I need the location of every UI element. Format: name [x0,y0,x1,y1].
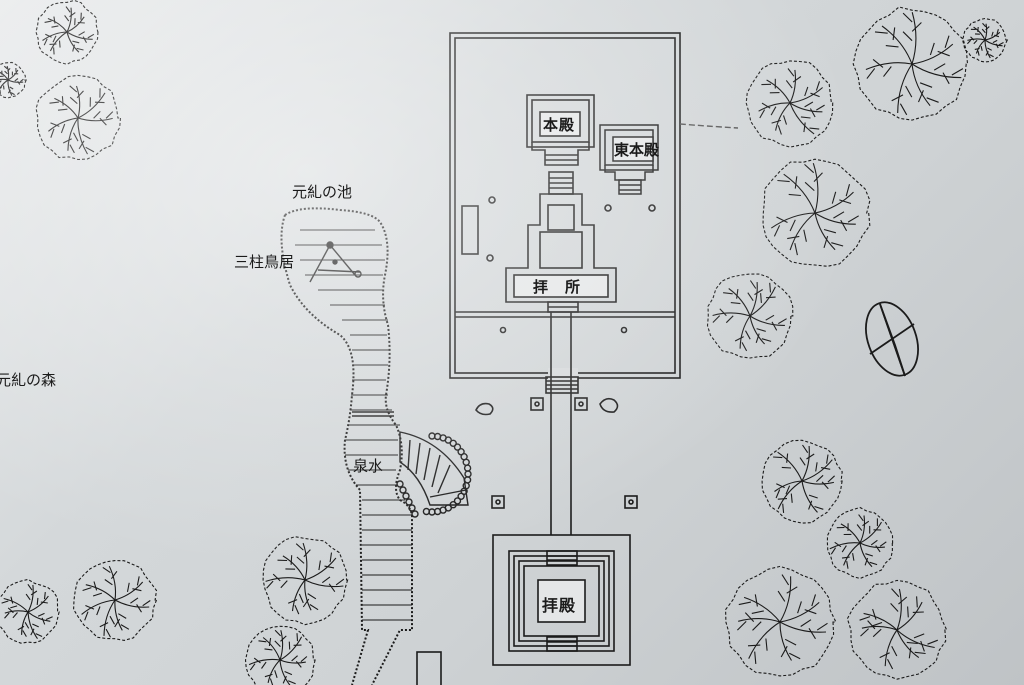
tree-symbol-icon [852,6,969,121]
approach-path [475,312,638,535]
label-spring: 泉水 [353,457,384,475]
motodadasu-pond [280,207,472,685]
higashi-honden-building [599,124,659,195]
tree-symbol-icon [761,439,843,524]
label-haiden: 拝殿 [542,596,577,615]
haiden-building [492,534,631,666]
tree-symbol-icon [725,565,837,677]
label-haisho: 拝 所 [533,278,582,296]
label-torii: 三柱鳥居 [234,253,295,271]
tree-symbol-icon [73,560,158,641]
label-pond: 元糺の池 [292,183,353,201]
spring-steps [396,431,472,518]
mihashira-torii [309,241,362,283]
tree-symbol-icon [826,506,894,580]
small-structure [416,651,442,685]
compass-north-arrow-icon [865,301,919,377]
tree-symbol-icon [35,0,99,65]
label-forest: 元糺の森 [0,371,57,389]
label-higashi-honden: 東本殿 [614,141,660,159]
tree-symbol-icon [846,579,948,680]
label-honden: 本殿 [543,116,576,134]
tree-symbol-icon [244,625,316,685]
main-enclosure [449,32,681,380]
tree-symbol-icon [0,61,28,99]
tree-symbol-icon [0,578,60,644]
tree-symbol-icon [745,60,834,148]
tree-symbol-icon [262,536,349,626]
tree-symbol-icon [962,17,1009,63]
tree-symbol-icon [706,273,794,359]
honden-building [505,94,617,313]
tree-symbol-icon [762,158,871,267]
tree-symbol-icon [35,74,122,161]
